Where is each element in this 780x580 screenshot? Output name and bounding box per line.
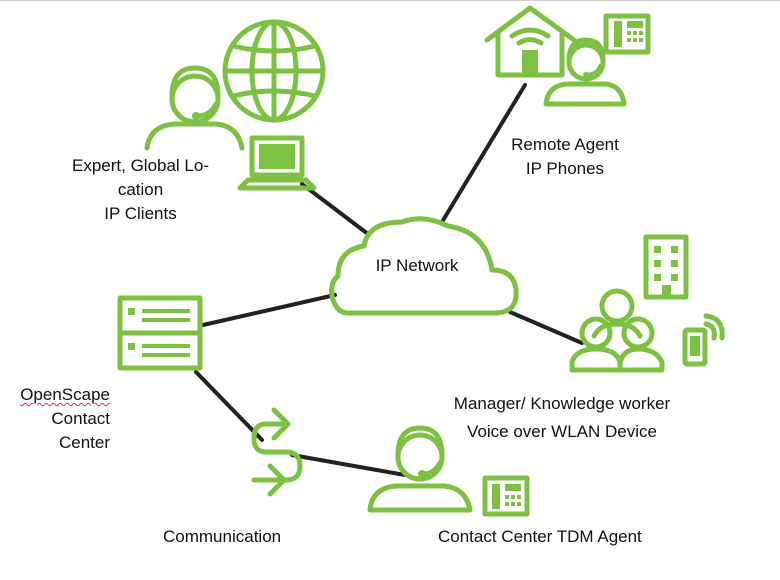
cloud-icon [329, 216, 519, 316]
group-icon [569, 288, 665, 373]
label-expert-line2: cation [117, 180, 164, 199]
connector-communication-tdm [290, 453, 407, 477]
agent-headset-icon-expert [144, 65, 245, 151]
desk-phone-icon-tdm [482, 475, 530, 517]
globe-icon [222, 19, 326, 123]
label-openscape-line1: OpenScape [8, 383, 110, 407]
connector-openscape-communication [194, 370, 264, 442]
agent-headset-icon-remote [543, 37, 627, 107]
mobile-wifi-icon [682, 313, 725, 367]
connector-openscape-network [201, 293, 337, 327]
house-wifi-icon [484, 5, 577, 78]
connector-remote-network [440, 83, 527, 224]
label-remote-line1: Remote Agent [511, 135, 619, 154]
label-expert: Expert, Global Lo- cation IP Clients [58, 154, 223, 226]
connector-network-manager [508, 310, 584, 345]
label-remote: Remote Agent IP Phones [498, 133, 632, 181]
connector-expert-network [300, 182, 370, 236]
label-communication: Communication [163, 527, 282, 546]
agent-headset-icon-tdm [367, 425, 473, 513]
label-openscape: OpenScape Contact Center [8, 383, 110, 455]
label-remote-line2: IP Phones [525, 159, 605, 178]
building-icon [643, 234, 689, 300]
label-manager: Manager/ Knowledge worker Voice over WLA… [438, 390, 686, 446]
top-border [0, 0, 780, 1]
label-openscape-line3: Center [58, 433, 110, 452]
label-openscape-line2: Contact [51, 409, 110, 428]
label-tdm-agent: Contact Center TDM Agent [438, 527, 642, 546]
server-icon [117, 295, 203, 371]
routing-arrows-icon [251, 407, 303, 497]
desk-phone-icon-remote [603, 13, 651, 55]
label-openscape-word: OpenScape [20, 385, 110, 404]
label-network: IP Network [375, 256, 459, 275]
label-expert-line3: IP Clients [104, 204, 177, 223]
label-manager-line1: Manager/ Knowledge worker [453, 394, 671, 413]
laptop-icon [237, 135, 317, 191]
label-expert-line1: Expert, Global Lo- [71, 156, 209, 175]
label-manager-line2: Voice over WLAN Device [467, 422, 657, 441]
